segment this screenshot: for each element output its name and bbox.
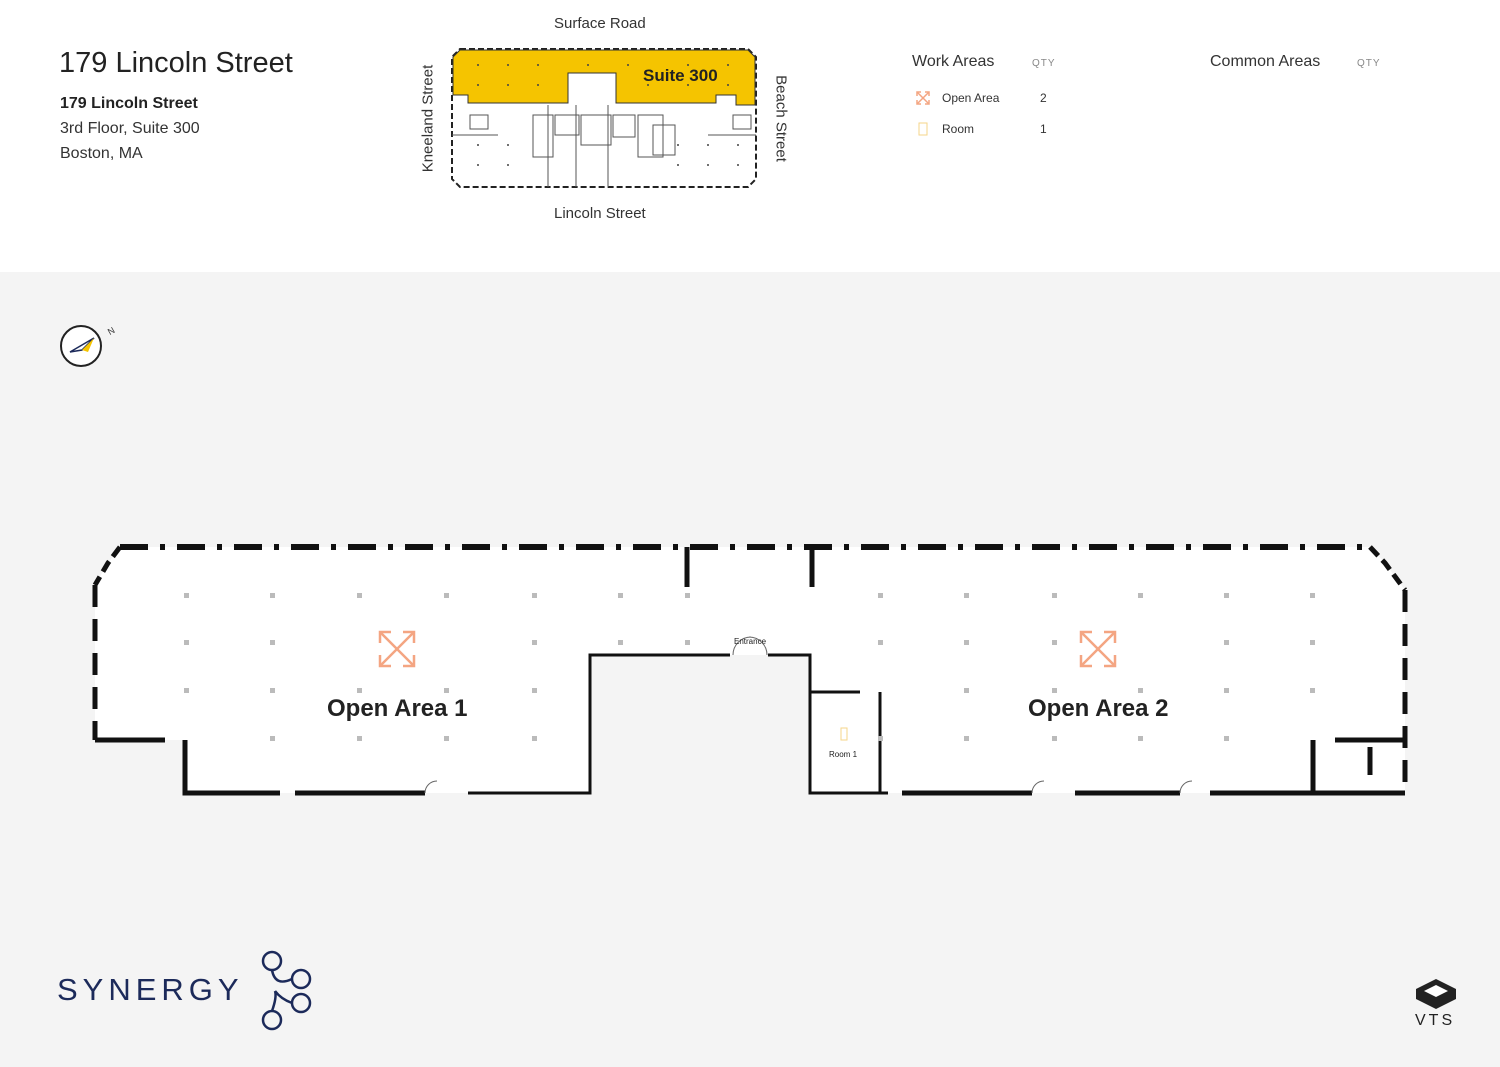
keyplan-left-street: Kneeland Street: [419, 64, 437, 173]
keyplan-bottom-street: Lincoln Street: [554, 205, 646, 222]
synergy-logo-icon: [261, 950, 312, 1031]
vts-logo-text: VTS: [1415, 1012, 1456, 1029]
address-name: 179 Lincoln Street: [60, 95, 198, 112]
open-area-icon: [1079, 630, 1117, 668]
legend-item-qty: 2: [1040, 91, 1047, 105]
legend-common-areas-title: Common Areas: [1210, 53, 1321, 70]
legend-work-areas-title: Work Areas: [912, 53, 995, 70]
legend-item-label: Room: [942, 122, 975, 136]
entrance-label: Entrance: [734, 637, 767, 646]
room-label: Room 1: [829, 750, 858, 759]
keyplan-top-street: Surface Road: [554, 15, 646, 32]
open-area-label: Open Area 2: [1028, 695, 1169, 722]
keyplan-suite-label: Suite 300: [643, 66, 718, 85]
keyplan-diagram: [451, 48, 757, 188]
legend-item-label: Open Area: [942, 91, 1000, 105]
legend-work-qty-header: QTY: [1032, 58, 1056, 69]
address-floor: 3rd Floor, Suite 300: [60, 120, 200, 137]
open-area-icon: [378, 630, 416, 668]
keyplan-suite-highlight: [452, 49, 756, 106]
vts-logo-icon: [1416, 979, 1456, 1009]
synergy-logo-text: SYNERGY: [57, 972, 244, 1007]
address-city: Boston, MA: [60, 145, 143, 162]
compass-icon: [60, 325, 102, 367]
room-icon: [840, 727, 848, 741]
page-title: 179 Lincoln Street: [59, 47, 293, 79]
open-area-icon: [916, 91, 930, 105]
legend-item-qty: 1: [1040, 122, 1047, 136]
keyplan-right-street: Beach Street: [772, 75, 790, 162]
room-icon: [918, 122, 928, 136]
floor-plan: [92, 544, 1408, 796]
legend-common-qty-header: QTY: [1357, 58, 1381, 69]
open-area-label: Open Area 1: [327, 695, 468, 722]
